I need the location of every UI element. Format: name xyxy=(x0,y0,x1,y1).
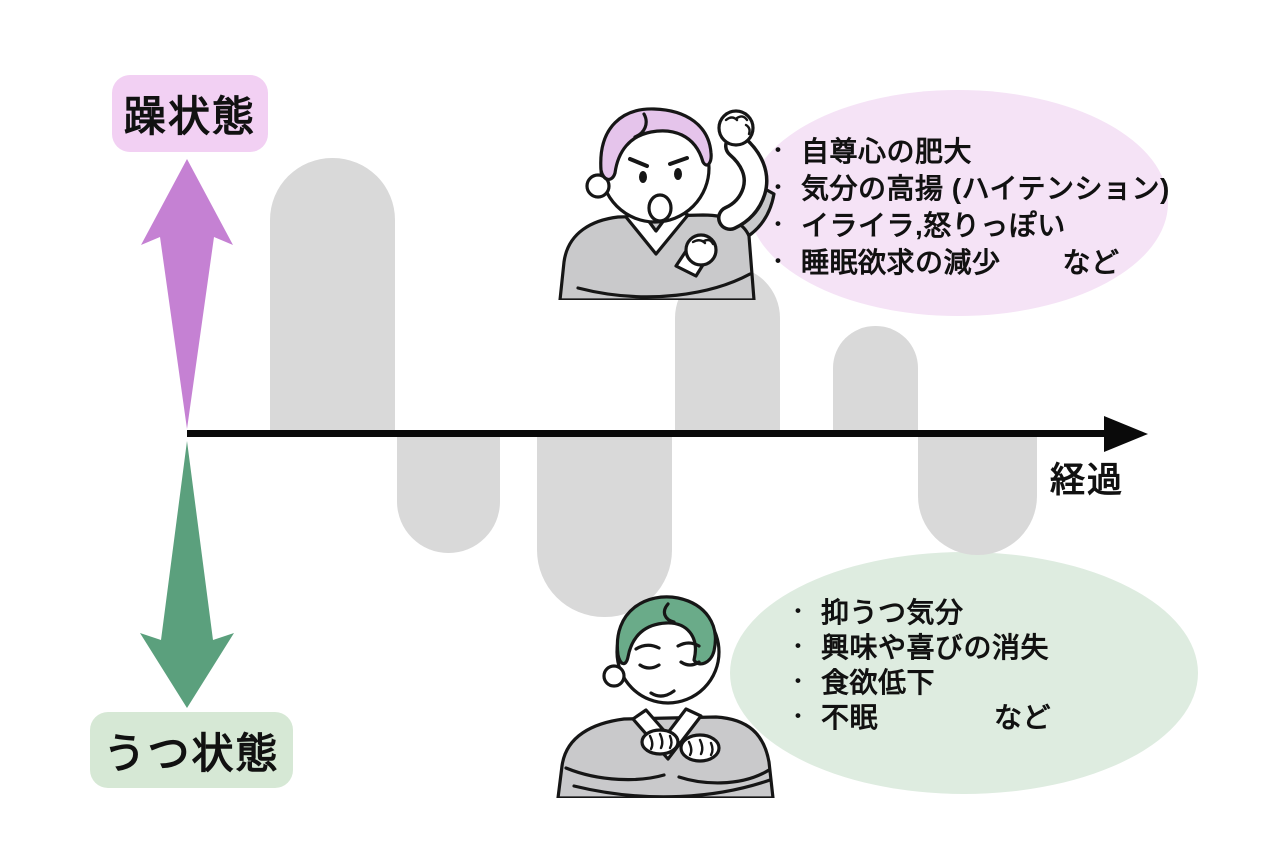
symptom-text: 抑うつ気分 xyxy=(821,596,964,628)
mood-bar-down-1 xyxy=(397,434,500,553)
depression-symptoms-bubble xyxy=(730,552,1198,794)
symptom-text: 食欲低下 xyxy=(821,666,936,698)
manic-person-hair xyxy=(599,107,713,181)
depression-state-label: うつ状態 xyxy=(90,712,293,788)
symptom-text: イライラ,怒りっぽい xyxy=(801,209,1066,241)
list-item: • 不眠 など xyxy=(795,698,1051,733)
symptom-text: 気分の高揚 (ハイテンション) xyxy=(801,172,1170,204)
bullet-icon: • xyxy=(775,176,782,196)
bullet-icon: • xyxy=(775,250,782,270)
symptom-text: 自尊心の肥大 xyxy=(801,135,973,167)
mania-symptoms-bubble xyxy=(748,90,1168,316)
bullet-icon: • xyxy=(795,635,802,655)
etc-label: など xyxy=(994,701,1052,733)
mood-axis-arrows xyxy=(140,159,234,708)
depression-symptom-list: • 抑うつ気分 • 興味や喜びの消失 • 食欲低下 • 不眠 など xyxy=(795,593,1051,733)
etc-label: など xyxy=(1062,246,1120,278)
list-item: • 気分の高揚 (ハイテンション) xyxy=(775,168,1170,205)
depression-arrow-icon xyxy=(140,441,234,708)
time-axis-arrowhead-icon xyxy=(1104,416,1148,452)
bullet-icon: • xyxy=(775,213,782,233)
list-item: • 抑うつ気分 xyxy=(795,593,1051,628)
depressed-person-hair xyxy=(615,595,717,666)
symptom-text: 睡眠欲求の減少 xyxy=(801,246,1001,278)
list-item: • 自尊心の肥大 xyxy=(775,131,1170,168)
bullet-icon: • xyxy=(775,139,782,159)
list-item: • 興味や喜びの消失 xyxy=(795,628,1051,663)
list-item: • 食欲低下 xyxy=(795,663,1051,698)
bullet-icon: • xyxy=(795,705,802,725)
bullet-icon: • xyxy=(795,600,802,620)
depressed-person-illustration xyxy=(556,595,775,798)
symptom-text: 不眠 xyxy=(821,701,879,733)
mood-bar-down-2 xyxy=(537,434,672,617)
mood-bar-up-1 xyxy=(270,158,395,434)
bullet-icon: • xyxy=(795,670,802,690)
time-axis-line xyxy=(187,430,1108,437)
list-item: • 睡眠欲求の減少 など xyxy=(775,242,1170,279)
mood-bar-down-3 xyxy=(918,434,1037,555)
symptom-text: 興味や喜びの消失 xyxy=(821,631,1050,663)
mania-state-label: 躁状態 xyxy=(112,75,268,152)
mania-symptom-list: • 自尊心の肥大 • 気分の高揚 (ハイテンション) • イライラ,怒りっぽい … xyxy=(775,131,1170,279)
mood-bar-up-3 xyxy=(833,326,918,434)
list-item: • イライラ,怒りっぽい xyxy=(775,205,1170,242)
mania-arrow-icon xyxy=(141,159,233,429)
time-axis-label: 経過 xyxy=(1050,461,1125,500)
manic-person-illustration xyxy=(558,107,776,300)
